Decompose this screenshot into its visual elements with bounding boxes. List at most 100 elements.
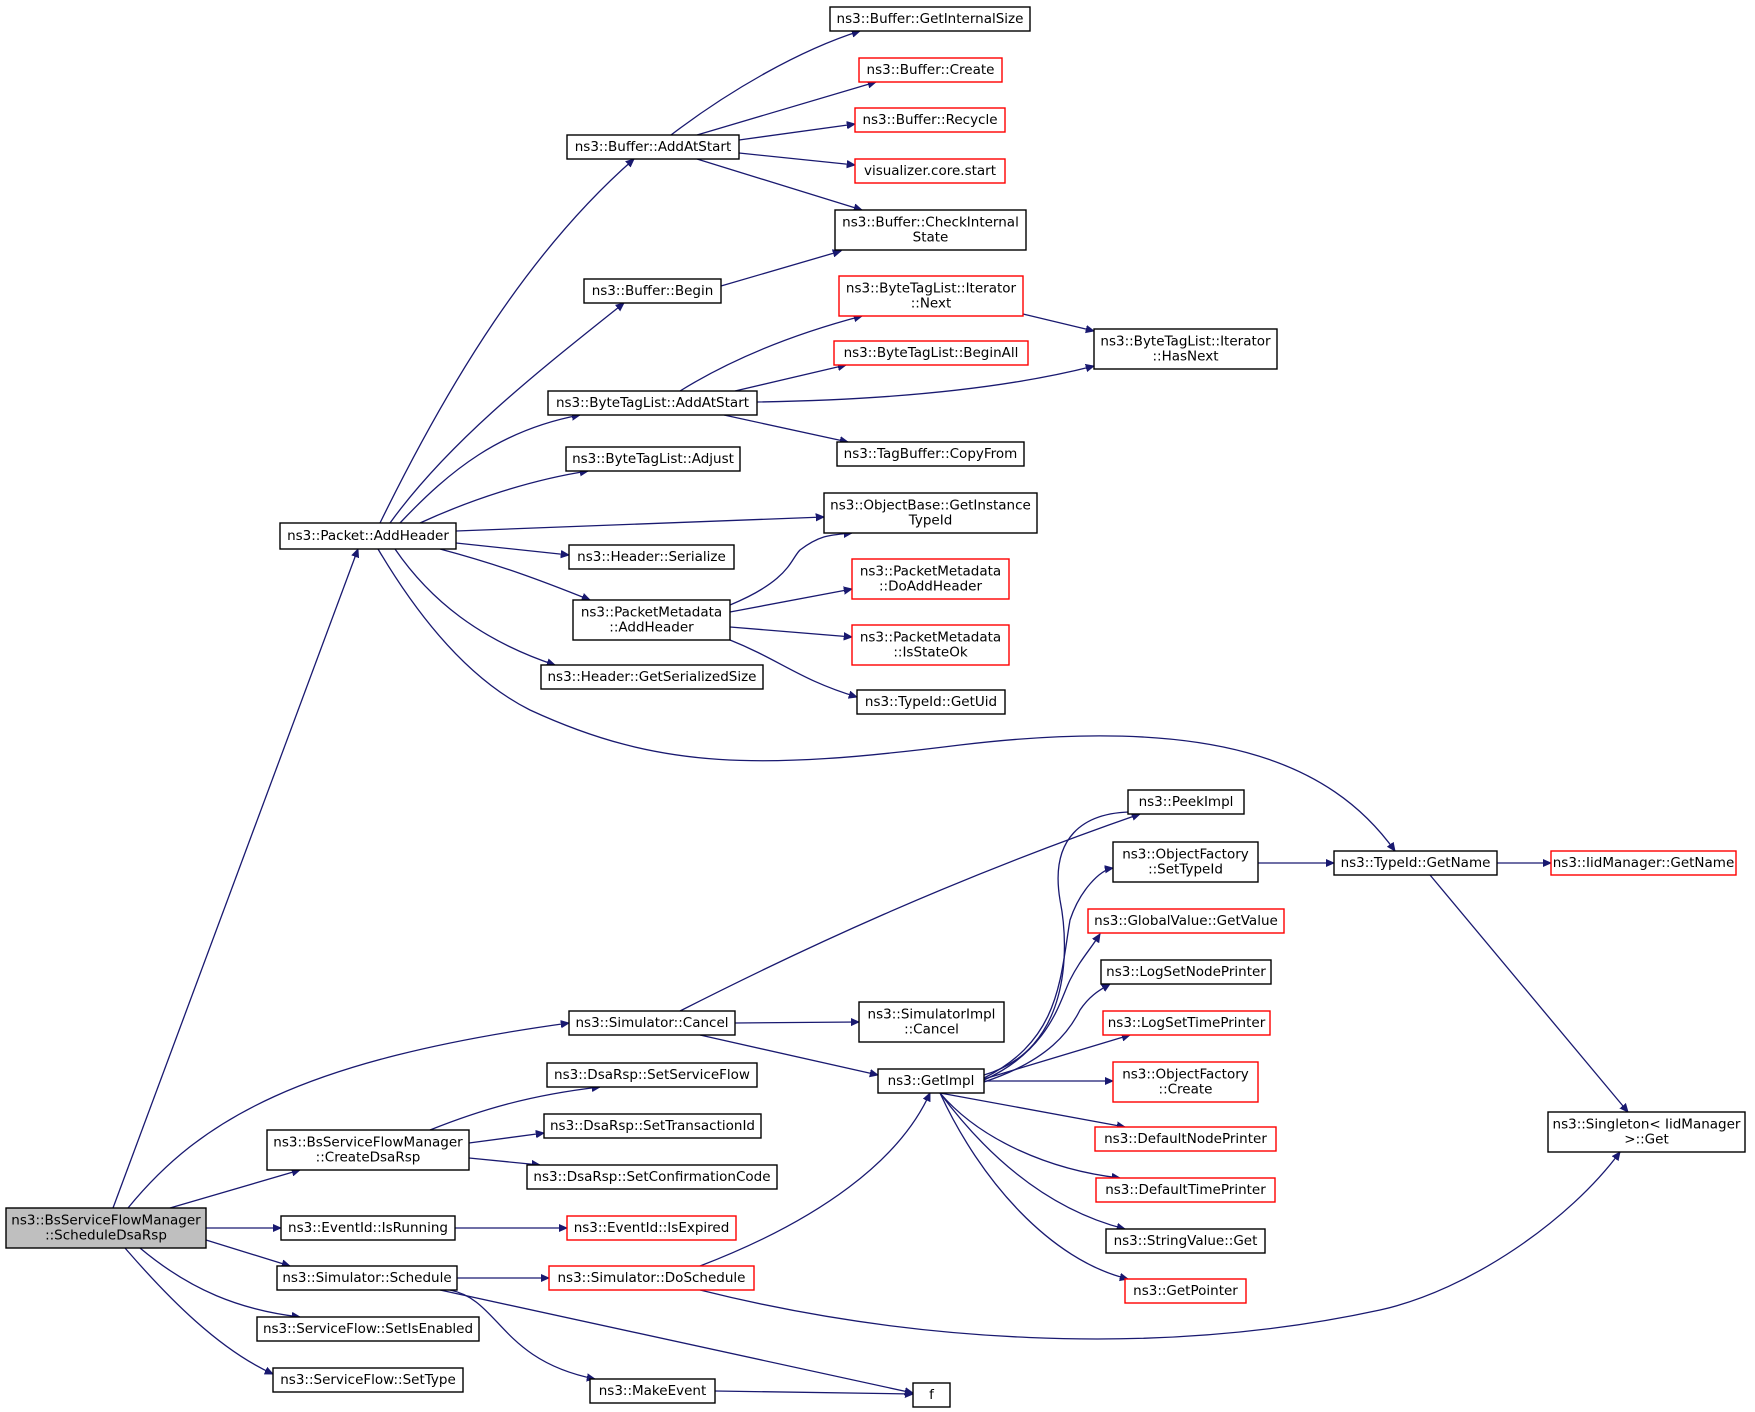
edge-getimpl-to-logsetnodeprinter [983,984,1110,1083]
node-box [256,1316,480,1342]
node-dsarsp-setconfirmationcode[interactable]: ns3::DsaRsp::SetConfirmationCode [526,1164,778,1190]
node-buf-begin[interactable]: ns3::Buffer::Begin [583,278,722,304]
node-box [272,1367,464,1393]
node-label: ns3::DefaultNodePrinter [1104,1131,1267,1147]
node-pm-isstateok[interactable]: ns3::PacketMetadata::IsStateOk [851,624,1010,666]
edge-btl_iter_next-to-btl_iter_hasnext [1022,313,1094,331]
node-sf-setisenabled[interactable]: ns3::ServiceFlow::SetIsEnabled [256,1316,480,1342]
node-label: ns3::EventId::IsRunning [288,1220,448,1236]
node-label: ns3::GlobalValue::GetValue [1094,913,1278,929]
node-label: ns3::Buffer::Begin [592,283,714,299]
node-iidmgr-getname[interactable]: ns3::IidManager::GetName [1550,850,1737,876]
node-box [834,209,1027,251]
edge-addheader-to-btl_adjust [419,471,588,524]
edge-getimpl-to-peekimpl [983,812,1140,1076]
node-hdr-serialize[interactable]: ns3::Header::Serialize [568,544,735,570]
edge-bsm_createdsarsp-to-dsarsp_settransactionid [468,1133,544,1144]
node-box [543,1113,762,1139]
node-box [1112,1061,1259,1103]
node-of-settypeid[interactable]: ns3::ObjectFactory::SetTypeId [1112,841,1259,883]
node-gv-getvalue[interactable]: ns3::GlobalValue::GetValue [1087,908,1285,934]
node-label: ::SetTypeId [1148,862,1223,878]
node-box [1094,1126,1277,1152]
node-root[interactable]: ns3::BsServiceFlowManager::ScheduleDsaRs… [5,1207,207,1249]
edge-bsm_createdsarsp-to-dsarsp_setconfirmationcode [468,1157,540,1165]
node-label: ns3::Buffer::GetInternalSize [837,11,1024,27]
node-label: ::HasNext [1152,349,1218,365]
node-sf-settype[interactable]: ns3::ServiceFlow::SetType [272,1367,464,1393]
edge-sim_doschedule-to-getimpl [699,1093,931,1267]
node-pm-doaddheader[interactable]: ns3::PacketMetadata::DoAddHeader [851,558,1010,600]
node-getpointer[interactable]: ns3::GetPointer [1124,1278,1247,1304]
node-btl-addatstart[interactable]: ns3::ByteTagList::AddAtStart [547,390,758,416]
node-label: ns3::Simulator::DoSchedule [558,1270,746,1286]
node-typeid-getname[interactable]: ns3::TypeId::GetName [1333,850,1498,876]
node-eventid-isrunning[interactable]: ns3::EventId::IsRunning [280,1215,456,1241]
node-dsarsp-settransactionid[interactable]: ns3::DsaRsp::SetTransactionId [543,1113,762,1139]
node-sim-doschedule[interactable]: ns3::Simulator::DoSchedule [548,1265,755,1291]
node-eventid-isexpired[interactable]: ns3::EventId::IsExpired [566,1215,737,1241]
node-box [1124,1278,1247,1304]
edge-sim_cancel-to-peekimpl [679,814,1140,1012]
node-box [546,1062,758,1088]
node-label: ns3::Simulator::Cancel [575,1015,728,1031]
edge-getimpl-to-getpointer [939,1092,1128,1279]
node-makeevent[interactable]: ns3::MakeEvent [589,1378,716,1404]
node-pm-addheader[interactable]: ns3::PacketMetadata::AddHeader [572,599,731,641]
node-box [280,1215,456,1241]
node-label: ns3::Simulator::Schedule [282,1270,451,1286]
node-label: ns3::ByteTagList::Adjust [572,451,734,467]
node-btl-iter-hasnext[interactable]: ns3::ByteTagList::Iterator::HasNext [1093,328,1278,370]
node-buf-create[interactable]: ns3::Buffer::Create [858,57,1003,83]
node-label: ns3::Buffer::Recycle [862,112,997,128]
edge-root-to-bsm_createdsarsp [169,1170,300,1209]
node-label: ns3::MakeEvent [599,1383,707,1399]
node-bsm-createdsarsp[interactable]: ns3::BsServiceFlowManager::CreateDsaRsp [266,1129,470,1171]
node-getimpl[interactable]: ns3::GetImpl [877,1068,985,1094]
node-label: ns3::Singleton< IidManager [1553,1117,1741,1133]
node-label: ns3::Buffer::CheckInternal [842,215,1019,231]
edge-buf_addatstart-to-buf_recycle [738,124,855,141]
node-box [823,492,1038,534]
node-box [1102,1010,1271,1036]
node-buf-getinternalsize[interactable]: ns3::Buffer::GetInternalSize [829,6,1031,32]
node-buf-recycle[interactable]: ns3::Buffer::Recycle [854,107,1006,133]
node-sim-cancel[interactable]: ns3::Simulator::Cancel [568,1010,736,1036]
node-label: ns3::DsaRsp::SetTransactionId [550,1118,755,1134]
node-label: ns3::ByteTagList::AddAtStart [556,395,749,411]
node-label: ns3::ByteTagList::Iterator [1100,334,1271,350]
edge-pm_addheader-to-pm_isstateok [729,626,852,637]
node-vis-start[interactable]: visualizer.core.start [854,158,1006,184]
node-of-create[interactable]: ns3::ObjectFactory::Create [1112,1061,1259,1103]
node-addheader[interactable]: ns3::Packet::AddHeader [279,522,457,550]
node-typeid-getuid[interactable]: ns3::TypeId::GetUid [856,689,1006,715]
node-sim-schedule[interactable]: ns3::Simulator::Schedule [276,1265,458,1291]
node-stringvalue-get[interactable]: ns3::StringValue::Get [1105,1228,1266,1254]
node-box [583,278,722,304]
edge-btl_addatstart-to-tagbuf_copyfrom [723,414,848,442]
node-logsettimeprinter[interactable]: ns3::LogSetTimePrinter [1102,1010,1271,1036]
edge-root-to-sf_setisenabled [139,1247,300,1317]
node-logsetnodeprinter[interactable]: ns3::LogSetNodePrinter [1100,959,1272,985]
node-singleton-get[interactable]: ns3::Singleton< IidManager >::Get [1547,1111,1746,1153]
node-btl-iter-next[interactable]: ns3::ByteTagList::Iterator::Next [838,275,1024,317]
node-tagbuf-copyfrom[interactable]: ns3::TagBuffer::CopyFrom [836,441,1025,467]
edge-btl_addatstart-to-btl_iter_next [679,316,862,392]
node-dsarsp-setserviceflow[interactable]: ns3::DsaRsp::SetServiceFlow [546,1062,758,1088]
node-box [1550,850,1737,876]
node-box [851,624,1010,666]
node-simimpl-cancel[interactable]: ns3::SimulatorImpl::Cancel [858,1001,1005,1043]
node-defaultnodeprinter[interactable]: ns3::DefaultNodePrinter [1094,1126,1277,1152]
node-hdr-getserializedsize[interactable]: ns3::Header::GetSerializedSize [540,664,764,690]
edge-root-to-sim_cancel [127,1023,569,1209]
node-btl-beginall[interactable]: ns3::ByteTagList::BeginAll [833,340,1029,366]
node-box [1087,908,1285,934]
node-buf-addatstart[interactable]: ns3::Buffer::AddAtStart [566,134,740,160]
node-box [1095,1177,1276,1203]
node-defaulttimeprinter[interactable]: ns3::DefaultTimePrinter [1095,1177,1276,1203]
node-peekimpl[interactable]: ns3::PeekImpl [1127,789,1245,815]
node-btl-adjust[interactable]: ns3::ByteTagList::Adjust [565,446,741,472]
node-f[interactable]: f [912,1382,951,1408]
